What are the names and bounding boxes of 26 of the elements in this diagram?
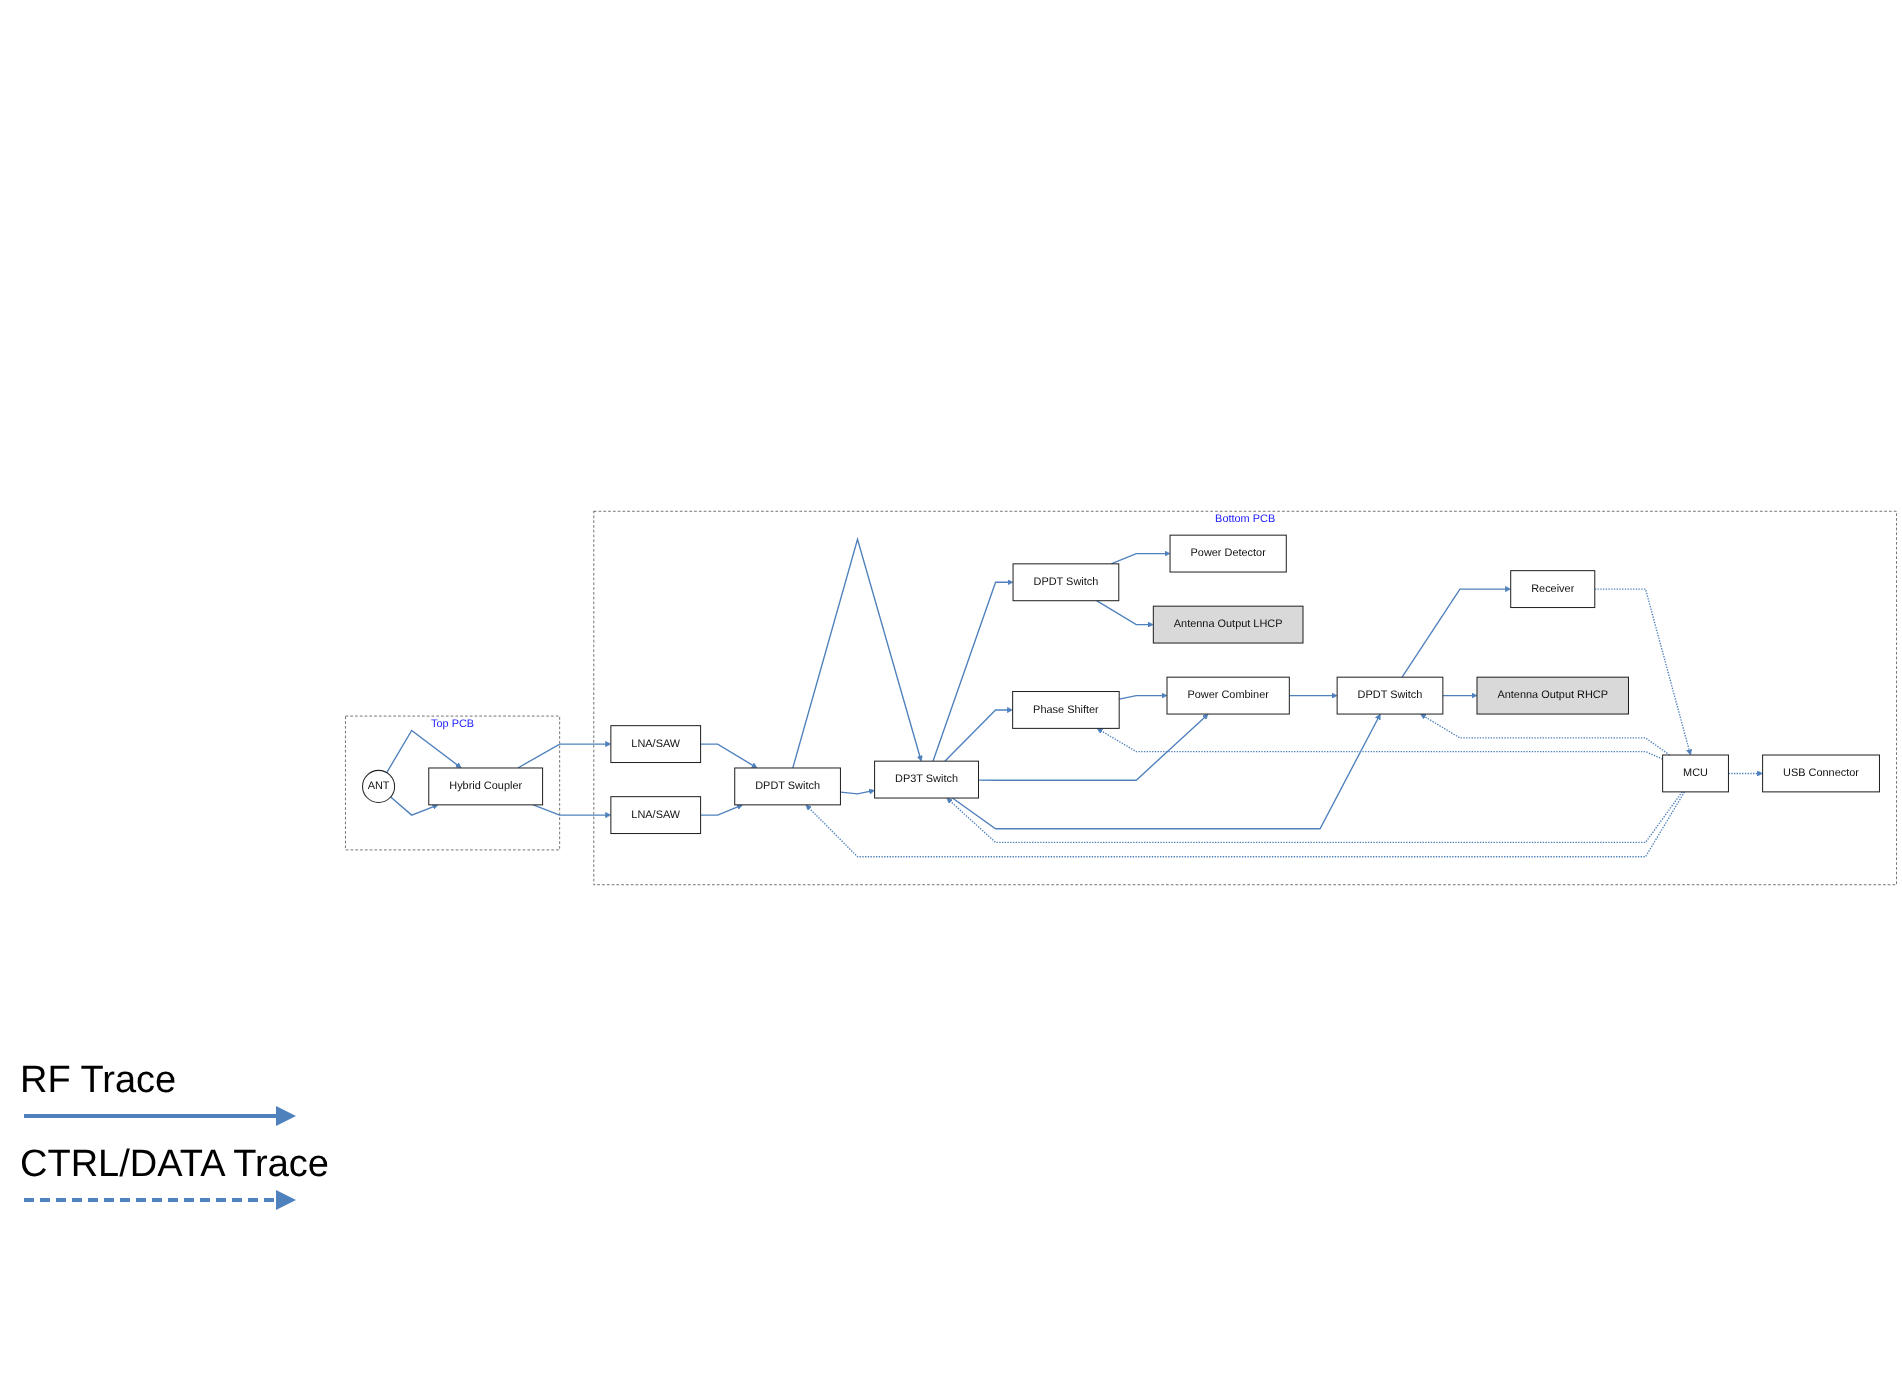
arrow — [805, 791, 1686, 858]
arrow — [699, 804, 743, 816]
arrow — [946, 791, 1683, 844]
arrow — [951, 713, 1381, 830]
arrow — [839, 788, 875, 795]
arrow — [1096, 728, 1664, 760]
arrow — [390, 796, 439, 816]
arrow — [386, 729, 462, 774]
legend-text: RF Trace — [20, 1060, 179, 1104]
arrow — [532, 804, 612, 819]
arrow — [792, 536, 923, 769]
arrow — [944, 706, 1013, 762]
arrow — [1594, 588, 1692, 756]
arrow — [1110, 550, 1171, 565]
arrow — [1442, 692, 1478, 699]
legend-text: CTRL/DATA Trace — [20, 1144, 329, 1188]
arrow — [932, 579, 1014, 762]
arrow — [1401, 586, 1511, 678]
arrow — [699, 743, 758, 769]
arrow — [1420, 713, 1671, 756]
arrow — [1118, 692, 1168, 700]
arrow — [517, 741, 612, 769]
arrow — [1095, 600, 1154, 628]
arrow — [1727, 770, 1763, 777]
arrow — [1288, 692, 1338, 699]
arrow — [977, 713, 1209, 781]
